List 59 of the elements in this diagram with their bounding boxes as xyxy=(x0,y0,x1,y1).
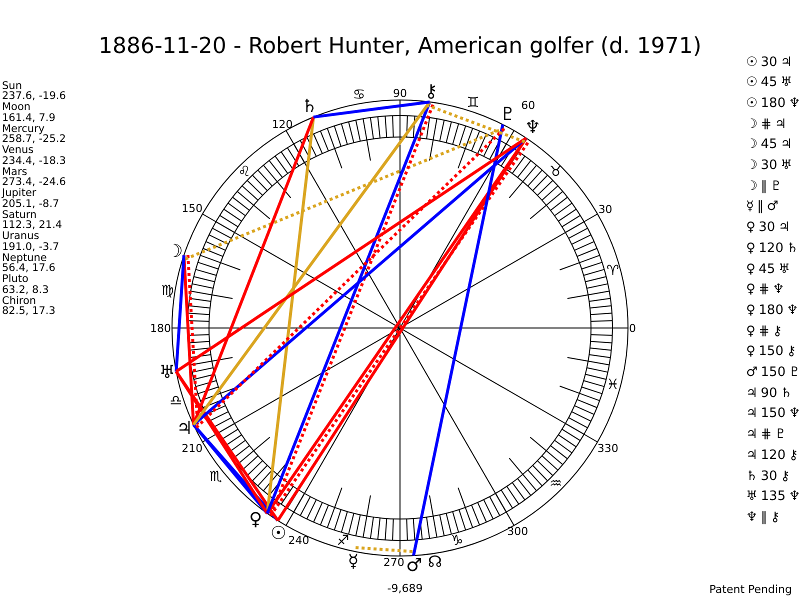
aspect-entry: ♃ 90 ♄ xyxy=(746,384,792,402)
position-values: 63.2, 8.3 xyxy=(2,284,49,296)
aspect-entry: ♀ 45 ♅ xyxy=(746,260,790,278)
zodiac-sign-glyph: ♍ xyxy=(161,284,174,298)
aspect-entry: ☽ ‖ ♇ xyxy=(746,178,782,195)
aspect-entry: ♀ ⋕ ♆ xyxy=(746,281,784,298)
aspect-entry: ♀ 120 ♄ xyxy=(746,240,798,257)
aspect-entry: ☉ 45 ♅ xyxy=(746,74,792,92)
aspect-entry: ☽ 45 ♃ xyxy=(746,136,792,154)
aspect-entry: ♄ 30 ⚷ xyxy=(746,468,790,484)
aspect-entry: ☽ ⋕ ♃ xyxy=(746,116,786,133)
aspect-entry: ♆ ‖ ⚷ xyxy=(746,508,780,526)
zodiac-sign-glyph: ♋ xyxy=(352,88,366,102)
aspect-entry: ♀ 30 ♃ xyxy=(746,219,790,236)
position-values: 258.7, -25.2 xyxy=(2,134,66,145)
aspect-entry: ☽ 30 ♅ xyxy=(746,157,792,174)
position-values: 234.4, -18.3 xyxy=(2,156,66,166)
aspect-entry: ☉ 180 ♆ xyxy=(746,94,800,112)
aspect-entry: ♃ 150 ♆ xyxy=(746,405,800,422)
aspect-entry: ♀ 150 ⚷ xyxy=(746,343,796,360)
node-glyph: ☊ xyxy=(428,554,442,570)
position-values: 237.6, -19.6 xyxy=(2,91,66,102)
planet-name: Venus xyxy=(2,145,34,156)
aspect-entry: ♃ ⋕ ♇ xyxy=(746,426,786,444)
value-label: -9,689 xyxy=(387,582,423,594)
planet-name: Mercury xyxy=(2,124,45,134)
position-values: 205.1, -8.7 xyxy=(2,198,60,210)
position-values: 56.4, 17.6 xyxy=(2,263,56,274)
planet-glyph: ♂ xyxy=(406,556,422,575)
planet-name: Neptune xyxy=(2,252,47,264)
planet-name: Jupiter xyxy=(2,188,36,199)
planet-name: Chiron xyxy=(2,296,36,306)
degree-label: 270 xyxy=(383,556,404,568)
position-values: 112.3, 21.4 xyxy=(2,220,62,231)
aspect-entry: ♂ 150 ♇ xyxy=(746,364,800,381)
aspect-entry: ♅ 135 ♆ xyxy=(746,488,800,506)
degree-label: 180 xyxy=(150,322,171,334)
degree-label: 90 xyxy=(393,88,407,99)
planet-name: Sun xyxy=(2,80,22,92)
aspect-entry: ☿ ‖ ♂ xyxy=(746,198,778,216)
planet-name: Saturn xyxy=(2,210,37,220)
planet-name: Pluto xyxy=(2,274,28,285)
position-values: 191.0, -3.7 xyxy=(2,242,60,252)
position-values: 82.5, 17.3 xyxy=(2,306,56,317)
aspect-entry: ☉ 30 ♃ xyxy=(746,54,792,70)
position-values: 161.4, 7.9 xyxy=(2,112,56,124)
planet-name: Moon xyxy=(2,102,31,113)
chart-title: 1886-11-20 - Robert Hunter, American golfer (d. 1971) xyxy=(98,36,702,58)
planet-glyph: ⚷ xyxy=(424,82,438,101)
footer-note: Patent Pending xyxy=(709,584,792,595)
aspect-entry: ♃ 120 ⚷ xyxy=(746,446,798,464)
degree-label: 0 xyxy=(629,322,636,334)
planet-glyph: ☿ xyxy=(348,552,359,571)
planet-name: Uranus xyxy=(2,231,40,242)
planet-name: Mars xyxy=(2,166,28,178)
planet-glyph: ♅ xyxy=(159,364,176,382)
aspect-entry: ♀ ⋕ ⚷ xyxy=(746,322,782,340)
aspect-entry: ♀ 180 ♆ xyxy=(746,302,798,319)
position-values: 273.4, -24.6 xyxy=(2,177,66,188)
